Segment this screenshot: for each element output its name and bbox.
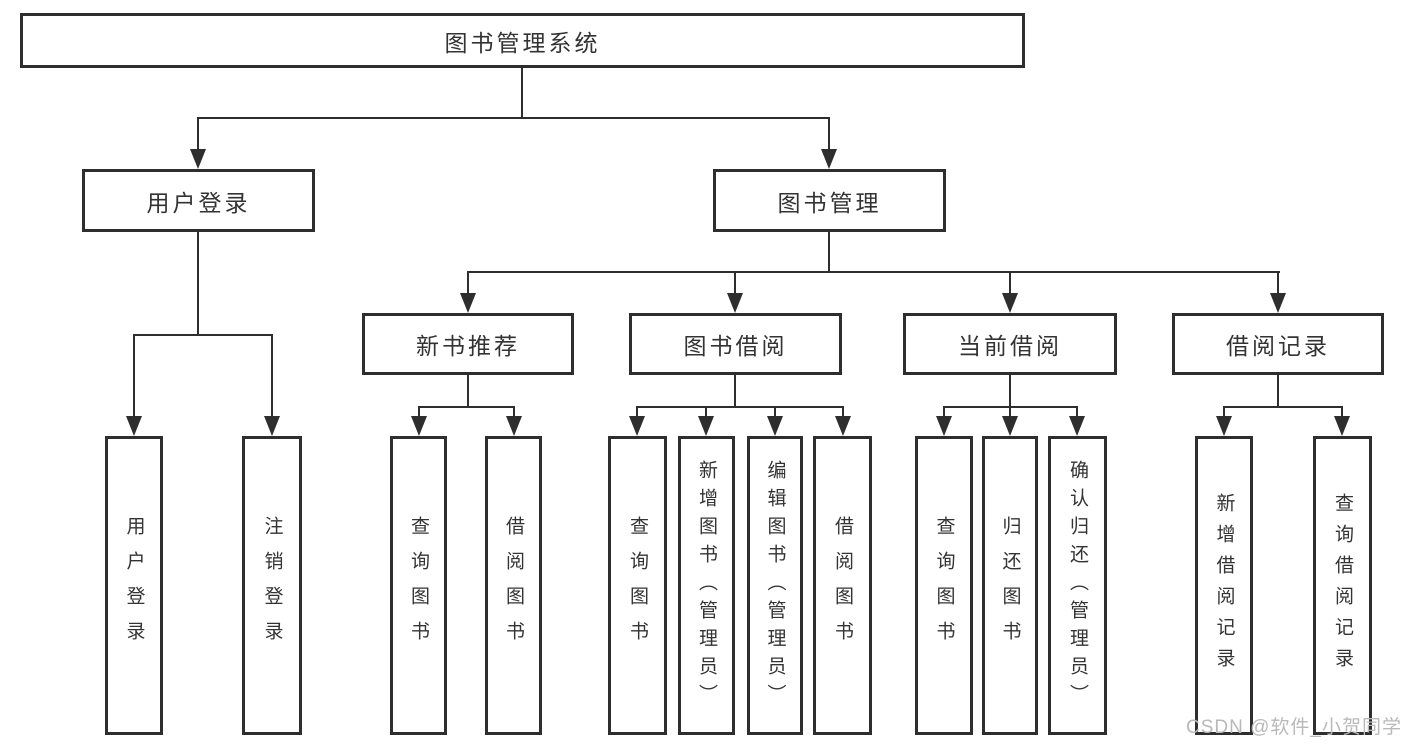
arrow-down-icon — [698, 416, 714, 436]
node-book-management: 图书管理 — [713, 169, 946, 232]
node-user-login: 用户登录 — [82, 169, 315, 232]
connector-arrow-line — [705, 406, 707, 418]
leaf-user-login: 用户登录 — [105, 436, 163, 735]
connector-hline-book-borrow — [636, 406, 844, 408]
connector-arrow-line — [418, 406, 420, 418]
connector-hline-level1 — [197, 117, 830, 119]
arrow-down-icon — [506, 416, 522, 436]
leaf-confirm-return-admin-label: 确认归还（管理员） — [1067, 459, 1088, 712]
leaf-return-book-label: 归还图书 — [999, 515, 1021, 656]
leaf-borrow-books-recommend: 借阅图书 — [485, 436, 542, 735]
arrow-down-icon — [1002, 416, 1018, 436]
connector-arrow-line — [271, 334, 273, 418]
connector-hline-new-book — [418, 406, 515, 408]
arrow-down-icon — [727, 293, 743, 313]
leaf-query-books-recommend: 查询图书 — [390, 436, 447, 735]
connector-stem-root — [521, 68, 523, 118]
connector-arrow-line — [1277, 271, 1279, 295]
arrow-down-icon — [1069, 416, 1085, 436]
node-new-book-recommend: 新书推荐 — [362, 313, 574, 375]
leaf-user-login-label: 用户登录 — [123, 515, 145, 656]
connector-stem-new-book — [467, 375, 469, 407]
node-book-borrow: 图书借阅 — [629, 313, 842, 375]
connector-arrow-line — [828, 117, 830, 151]
node-book-management-label: 图书管理 — [777, 189, 882, 216]
leaf-query-books-recommend-label: 查询图书 — [408, 515, 429, 656]
leaf-add-book-admin-label: 新增图书（管理员） — [696, 459, 717, 712]
arrow-down-icon — [1216, 416, 1232, 436]
connector-arrow-line — [774, 406, 776, 418]
arrow-down-icon — [126, 416, 142, 436]
leaf-query-borrow-record: 查询借阅记录 — [1313, 436, 1372, 735]
leaf-logout-label: 注销登录 — [261, 515, 283, 656]
connector-stem-current-borrow — [1009, 375, 1011, 407]
connector-arrow-line — [1223, 406, 1225, 418]
connector-hline-level2 — [467, 271, 1280, 273]
connector-hline-user-login — [133, 334, 273, 336]
arrow-down-icon — [460, 293, 476, 313]
connector-arrow-line — [636, 406, 638, 418]
connector-arrow-line — [513, 406, 515, 418]
leaf-add-borrow-record: 新增借阅记录 — [1195, 436, 1253, 735]
leaf-return-book: 归还图书 — [982, 436, 1038, 735]
arrow-down-icon — [411, 416, 427, 436]
arrow-down-icon — [264, 416, 280, 436]
leaf-query-books-current-label: 查询图书 — [933, 515, 955, 656]
connector-stem-user-login — [197, 232, 199, 335]
connector-arrow-line — [943, 406, 945, 418]
leaf-query-books-borrow: 查询图书 — [608, 436, 667, 735]
leaf-add-book-admin: 新增图书（管理员） — [678, 436, 735, 735]
leaf-edit-book-admin: 编辑图书（管理员） — [747, 436, 803, 735]
arrow-down-icon — [629, 416, 645, 436]
connector-arrow-line — [197, 117, 199, 151]
node-borrow-records: 借阅记录 — [1172, 313, 1384, 375]
arrow-down-icon — [1270, 293, 1286, 313]
node-current-borrow: 当前借阅 — [903, 313, 1117, 375]
leaf-query-books-borrow-label: 查询图书 — [627, 515, 648, 656]
connector-stem-borrow-records — [1277, 375, 1279, 407]
node-library-system-label: 图书管理系统 — [444, 29, 601, 56]
leaf-query-books-current: 查询图书 — [915, 436, 973, 735]
node-new-book-recommend-label: 新书推荐 — [416, 333, 520, 359]
arrow-down-icon — [1002, 293, 1018, 313]
leaf-borrow-books-recommend-label: 借阅图书 — [503, 515, 524, 656]
node-current-borrow-label: 当前借阅 — [958, 333, 1062, 359]
leaf-query-borrow-record-label: 查询借阅记录 — [1332, 492, 1353, 679]
connector-arrow-line — [734, 271, 736, 295]
leaf-confirm-return-admin: 确认归还（管理员） — [1048, 436, 1107, 735]
connector-arrow-line — [1009, 406, 1011, 418]
connector-arrow-line — [133, 334, 135, 418]
leaf-borrow-books: 借阅图书 — [813, 436, 872, 735]
arrow-down-icon — [936, 416, 952, 436]
arrow-down-icon — [821, 149, 837, 169]
connector-arrow-line — [842, 406, 844, 418]
leaf-add-borrow-record-label: 新增借阅记录 — [1213, 492, 1235, 679]
connector-arrow-line — [467, 271, 469, 295]
arrow-down-icon — [1334, 416, 1350, 436]
connector-hline-borrow-records — [1223, 406, 1343, 408]
node-borrow-records-label: 借阅记录 — [1226, 333, 1330, 359]
node-user-login-label: 用户登录 — [146, 189, 251, 216]
connector-stem-book-borrow — [734, 375, 736, 407]
connector-stem-book-management — [828, 232, 830, 272]
arrow-down-icon — [767, 416, 783, 436]
csdn-watermark: CSDN @软件_小贺同学 — [1186, 717, 1402, 738]
connector-arrow-line — [1009, 271, 1011, 295]
arrow-down-icon — [835, 416, 851, 436]
leaf-logout: 注销登录 — [242, 436, 302, 735]
arrow-down-icon — [190, 149, 206, 169]
connector-arrow-line — [1076, 406, 1078, 418]
node-book-borrow-label: 图书借阅 — [683, 333, 788, 359]
leaf-borrow-books-label: 借阅图书 — [832, 515, 853, 656]
node-library-system: 图书管理系统 — [20, 13, 1025, 68]
connector-arrow-line — [1341, 406, 1343, 418]
leaf-edit-book-admin-label: 编辑图书（管理员） — [764, 459, 786, 712]
